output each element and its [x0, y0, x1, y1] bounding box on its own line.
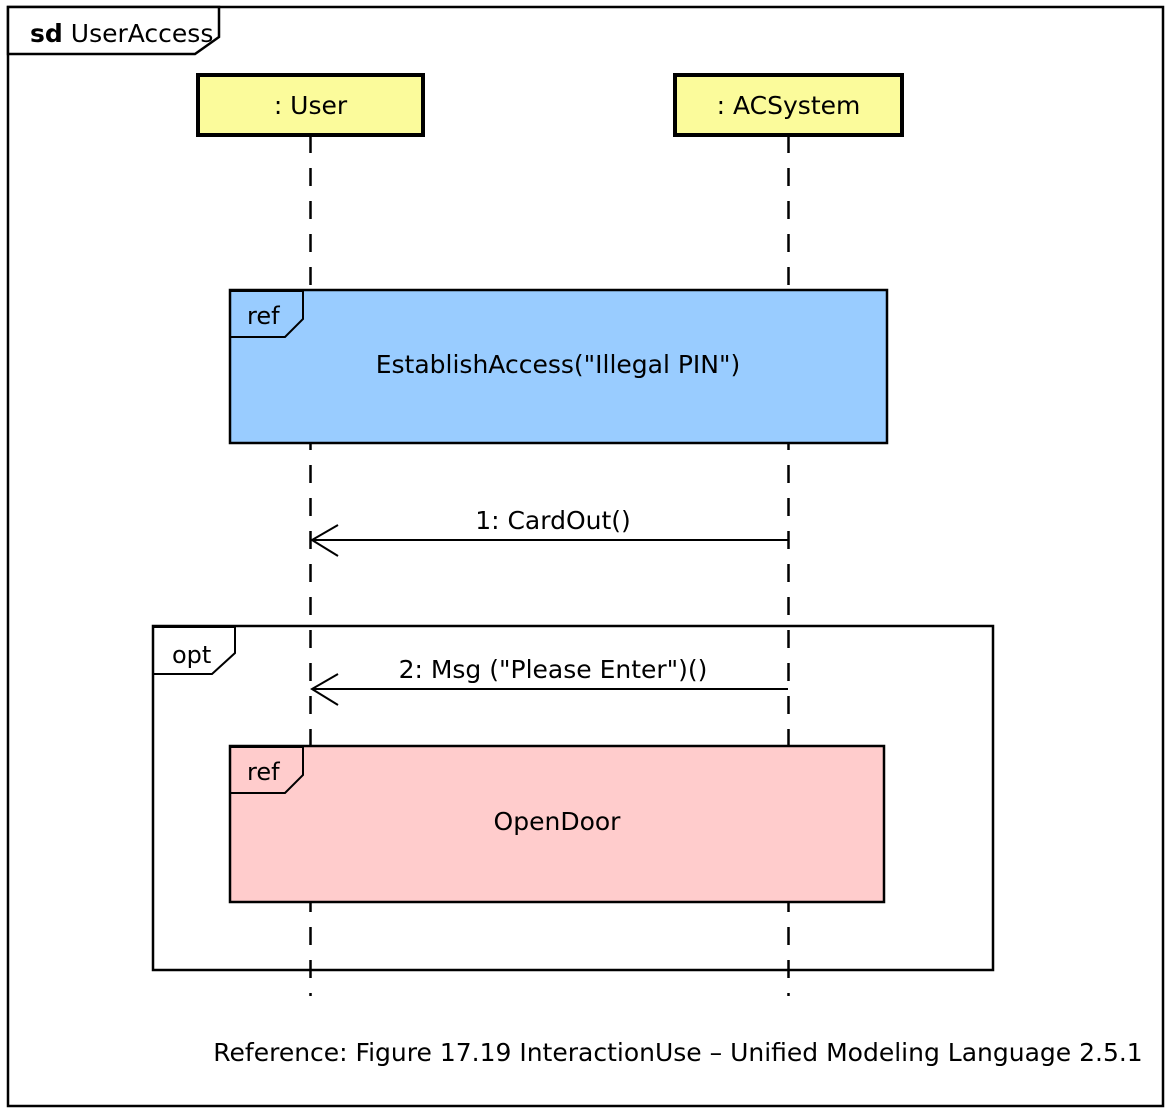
ref-establishaccess-label: EstablishAccess("Illegal PIN")	[376, 350, 741, 379]
reference-caption: Reference: Figure 17.19 InteractionUse –…	[213, 1038, 1142, 1067]
ref-opendoor-pentagon	[231, 746, 304, 794]
lifeline-head-user	[196, 73, 425, 137]
message-2-arrowhead-icon	[310, 673, 339, 706]
opt-keyword: opt	[172, 641, 211, 669]
frame-keyword: sd	[30, 19, 63, 48]
opt-fragment	[151, 624, 995, 972]
ref-establishaccess-pentagon	[231, 290, 304, 338]
ref-establishaccess-keyword: ref	[247, 302, 280, 330]
lifeline-acsystem-label: : ACSystem	[717, 91, 861, 120]
lifeline-head-acsystem	[673, 73, 904, 137]
frame-label-pentagon	[6, 5, 221, 56]
lifeline-user-label: : User	[274, 91, 348, 120]
diagram-frame	[6, 5, 1165, 1108]
message-1-arrowhead-icon	[310, 524, 339, 557]
message-1-label: 1: CardOut()	[475, 506, 631, 535]
ref-fragment-establishaccess	[228, 288, 889, 445]
ref-opendoor-keyword: ref	[247, 758, 280, 786]
ref-opendoor-label: OpenDoor	[494, 807, 622, 836]
opt-pentagon	[154, 626, 236, 675]
diagram-title: sd UserAccess	[30, 19, 213, 48]
message-2-label: 2: Msg ("Please Enter")()	[399, 655, 708, 684]
frame-name: UserAccess	[71, 19, 214, 48]
ref-fragment-opendoor	[228, 744, 886, 904]
